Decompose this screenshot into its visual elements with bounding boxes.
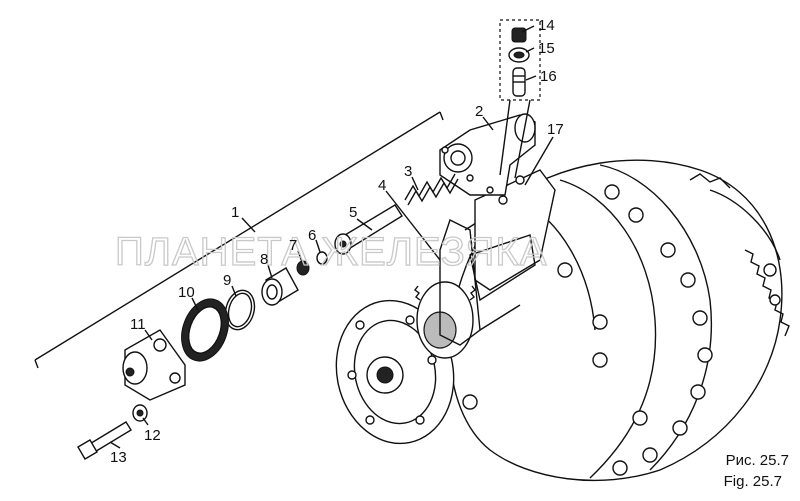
part-8-sleeve [261, 267, 299, 306]
label-3: 3 [404, 163, 412, 180]
part-12-washer [132, 404, 148, 422]
label-4: 4 [378, 177, 386, 194]
part-9-ring [224, 289, 256, 331]
label-14: 14 [538, 17, 555, 34]
part-6-nut [316, 251, 328, 265]
label-7: 7 [289, 237, 297, 254]
part-labels: 1 2 3 4 5 6 7 8 9 10 11 12 13 14 15 16 1… [110, 17, 564, 466]
label-12: 12 [144, 427, 161, 444]
watermark-text: ПЛАНЕТА ЖЕЛЕЗЯКА [115, 230, 547, 274]
figure-caption-en: Fig. 25.7 [723, 473, 782, 490]
leader-lines [109, 25, 554, 449]
part-13-bolt [77, 421, 132, 460]
label-5: 5 [349, 204, 357, 221]
label-10: 10 [178, 284, 195, 301]
part-3-spring [404, 173, 459, 206]
label-13: 13 [110, 449, 127, 466]
label-9: 9 [223, 272, 231, 289]
label-1: 1 [231, 204, 239, 221]
label-6: 6 [308, 227, 316, 244]
part-11-cover [122, 329, 186, 401]
label-11: 11 [130, 316, 146, 333]
housing-bolts [462, 184, 713, 476]
part-10-gasket [181, 298, 229, 362]
label-17: 17 [547, 121, 564, 138]
bracket-plate-17 [469, 169, 556, 302]
label-8: 8 [260, 251, 268, 268]
figure-caption-ru: Рис. 25.7 [725, 452, 789, 469]
part-7-washer [296, 260, 310, 276]
label-16: 16 [540, 68, 557, 85]
part-5-rod [334, 204, 403, 255]
label-15: 15 [538, 40, 555, 57]
assembly-bracket-1 [34, 111, 444, 369]
label-2: 2 [475, 103, 483, 120]
